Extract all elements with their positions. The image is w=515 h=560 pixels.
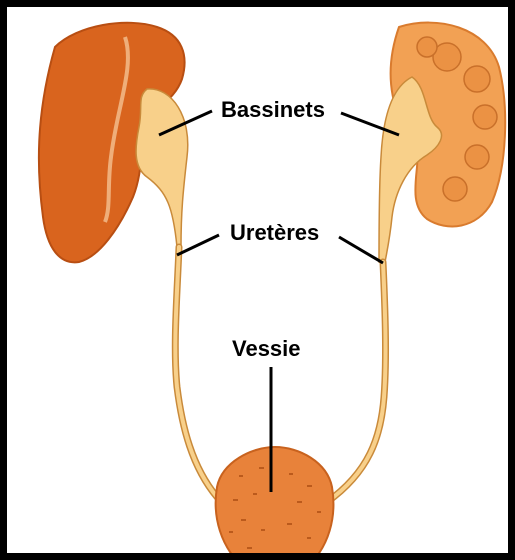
right-kidney-calyx xyxy=(417,37,437,57)
left-ureter-fill xyxy=(175,247,217,497)
ureteres-pointer-right xyxy=(339,237,383,263)
bladder xyxy=(216,447,334,560)
urinary-system-diagram: Bassinets Uretères Vessie xyxy=(7,7,515,560)
label-bassinets: Bassinets xyxy=(159,97,399,135)
right-ureter-fill xyxy=(327,262,386,502)
right-kidney-calyx xyxy=(465,145,489,169)
label-ureteres: Uretères xyxy=(177,220,383,263)
left-pelvis-shape xyxy=(136,89,188,247)
left-renal-pelvis xyxy=(136,89,217,497)
bassinets-label: Bassinets xyxy=(221,97,325,122)
right-renal-pelvis xyxy=(327,77,442,502)
right-kidney-calyx xyxy=(464,66,490,92)
ureteres-pointer-left xyxy=(177,235,219,255)
right-kidney-calyx xyxy=(473,105,497,129)
vessie-label: Vessie xyxy=(232,336,301,361)
right-ureter xyxy=(327,262,386,502)
bladder-body xyxy=(216,447,334,560)
ureteres-label: Uretères xyxy=(230,220,319,245)
right-kidney-calyx xyxy=(443,177,467,201)
